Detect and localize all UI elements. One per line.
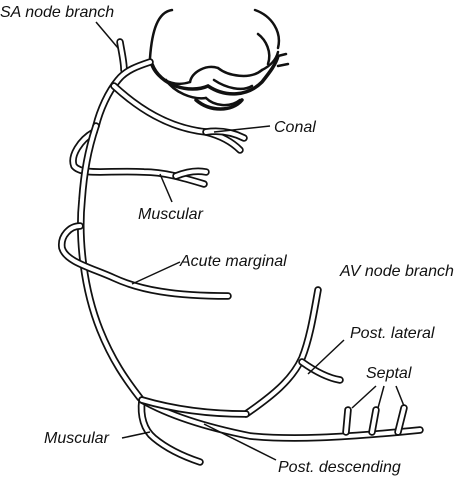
label-post-lateral: Post. lateral xyxy=(350,325,435,342)
label-acute-marginal: Acute marginal xyxy=(179,253,287,270)
label-muscular-lower: Muscular xyxy=(44,430,110,447)
label-av-node-branch: AV node branch xyxy=(339,263,454,280)
leader-acute-marginal xyxy=(131,261,181,285)
aortic-root xyxy=(148,8,290,111)
leader-septal-2 xyxy=(377,385,385,409)
leader-muscular-upper xyxy=(159,173,173,203)
label-septal: Septal xyxy=(366,365,412,382)
leader-sa-node xyxy=(95,21,119,49)
leader-post-descending xyxy=(203,423,277,461)
label-post-descending: Post. descending xyxy=(278,459,401,476)
leader-septal-1 xyxy=(351,385,377,409)
leader-post-lateral xyxy=(307,339,345,375)
label-sa-node-branch: SA node branch xyxy=(0,4,114,21)
leader-conal xyxy=(213,125,271,133)
diagram-labels: SA node branch Conal Muscular Acute marg… xyxy=(0,4,454,476)
vessel-tree xyxy=(58,38,424,466)
label-muscular-upper: Muscular xyxy=(138,206,204,223)
leader-septal-3 xyxy=(395,385,405,407)
leader-muscular-lower xyxy=(121,431,151,439)
label-conal: Conal xyxy=(274,119,316,136)
leader-lines xyxy=(95,21,405,461)
